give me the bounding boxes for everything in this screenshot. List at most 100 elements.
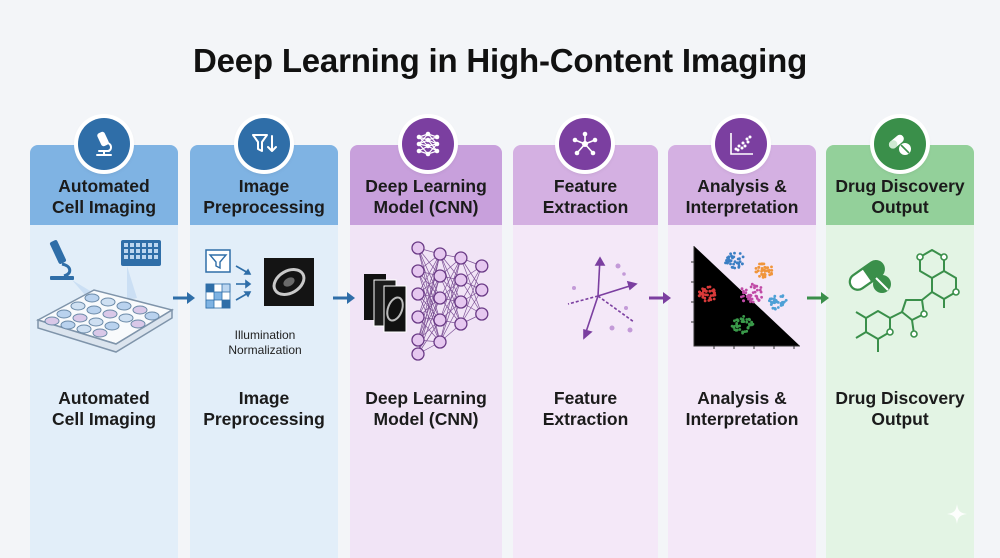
cluster-point bbox=[738, 324, 741, 328]
cnn-node bbox=[454, 295, 468, 309]
filter-sort-icon bbox=[238, 118, 290, 170]
cluster-point bbox=[776, 306, 780, 309]
stage-caption-label: Image Preprocessing bbox=[203, 388, 325, 429]
cluster-point bbox=[702, 293, 705, 296]
cluster-point bbox=[739, 317, 743, 321]
cnn-connection bbox=[439, 279, 462, 343]
stage-column-drug-discovery-output: Drug Discovery Output Drug Discovery Out… bbox=[826, 145, 974, 558]
cnn-node bbox=[433, 247, 447, 261]
cnn-node bbox=[411, 241, 425, 255]
cluster-point bbox=[763, 265, 767, 269]
cluster-point bbox=[755, 297, 759, 300]
cluster-point bbox=[749, 300, 752, 304]
cluster-point bbox=[761, 262, 764, 266]
stage-header-label: Drug Discovery Output bbox=[835, 176, 965, 217]
feature-network-icon bbox=[559, 118, 611, 170]
cluster-point bbox=[735, 328, 739, 332]
stage-caption-label: Automated Cell Imaging bbox=[51, 388, 157, 429]
cluster-point bbox=[705, 289, 708, 293]
cnn-node bbox=[433, 291, 447, 305]
cluster-point bbox=[764, 269, 768, 273]
cluster-point bbox=[767, 270, 771, 274]
cnn-node bbox=[411, 347, 425, 361]
cnn-node bbox=[411, 264, 425, 278]
cluster-point bbox=[773, 307, 777, 310]
stage-header-label: Automated Cell Imaging bbox=[51, 176, 157, 217]
neural-network-icon bbox=[402, 118, 454, 170]
cluster-point bbox=[732, 262, 735, 266]
cluster-point bbox=[760, 295, 763, 299]
cluster-point bbox=[751, 300, 755, 304]
cnn-connection bbox=[417, 319, 441, 355]
cluster-point bbox=[740, 295, 743, 299]
sparkle-icon bbox=[947, 504, 967, 524]
cluster-point bbox=[702, 289, 705, 293]
cluster-point bbox=[746, 326, 750, 329]
cluster-point bbox=[737, 264, 741, 268]
cluster-point bbox=[758, 274, 761, 278]
cluster-point bbox=[701, 287, 704, 291]
illumination-normalization-label: Illumination Normalization bbox=[228, 328, 302, 357]
multiwell-plate bbox=[36, 289, 174, 353]
cluster-point bbox=[733, 251, 736, 255]
cnn-connection bbox=[460, 279, 483, 315]
cnn-connection bbox=[417, 297, 441, 341]
cluster-point bbox=[736, 318, 739, 321]
cluster-point bbox=[726, 260, 730, 264]
cluster-point bbox=[756, 288, 759, 292]
cnn-node bbox=[454, 251, 468, 265]
cluster-point bbox=[750, 282, 754, 286]
cluster-point bbox=[698, 290, 701, 294]
filter-box-icon bbox=[205, 249, 231, 273]
cluster-point bbox=[754, 267, 758, 270]
cnn-connection bbox=[460, 257, 483, 315]
grid-plate-icon bbox=[121, 240, 161, 266]
cnn-connection bbox=[439, 257, 462, 343]
cluster-point bbox=[733, 328, 737, 331]
cnn-network-illustration bbox=[364, 241, 489, 361]
cnn-connection bbox=[417, 270, 441, 321]
cluster-point bbox=[751, 322, 755, 326]
cluster-point bbox=[712, 297, 716, 301]
cluster-point bbox=[735, 325, 739, 329]
cluster-point bbox=[753, 284, 756, 288]
cnn-connection bbox=[460, 265, 483, 303]
cnn-connection bbox=[439, 301, 462, 343]
cnn-connection bbox=[460, 265, 483, 325]
cluster-point bbox=[773, 299, 777, 302]
cluster-point bbox=[742, 320, 746, 323]
cnn-node bbox=[433, 313, 447, 327]
cluster-point bbox=[706, 293, 709, 297]
cluster-point bbox=[742, 299, 746, 303]
cluster-point bbox=[711, 289, 715, 292]
cluster-point bbox=[731, 266, 735, 269]
stage-caption-label: Drug Discovery Output bbox=[835, 388, 965, 429]
cluster-point bbox=[781, 295, 784, 298]
well-plate-illustration bbox=[36, 240, 174, 353]
stage-header-label: Deep Learning Model (CNN) bbox=[365, 176, 487, 217]
cluster-point bbox=[745, 329, 749, 333]
cluster-point bbox=[747, 297, 750, 301]
cluster-point bbox=[744, 291, 748, 295]
cluster-point bbox=[768, 299, 771, 303]
cluster-point bbox=[732, 326, 736, 329]
cnn-node bbox=[411, 287, 425, 301]
cnn-node bbox=[411, 333, 425, 347]
cluster-point bbox=[712, 291, 716, 294]
cluster-point bbox=[755, 284, 759, 288]
cluster-point bbox=[740, 287, 744, 291]
cnn-connection bbox=[439, 257, 462, 299]
cluster-point bbox=[760, 267, 764, 270]
cluster-point bbox=[712, 293, 715, 297]
stage-column-deep-learning-model: Deep Learning Model (CNN) Deep Learning … bbox=[350, 145, 502, 558]
cluster-point bbox=[738, 257, 741, 261]
cnn-connection bbox=[417, 253, 441, 318]
cluster-point bbox=[742, 315, 746, 318]
cluster-point bbox=[729, 252, 732, 256]
cluster-point bbox=[754, 294, 758, 298]
cnn-node bbox=[454, 273, 468, 287]
cluster-point bbox=[729, 262, 732, 266]
flow-arrow-4 bbox=[807, 292, 829, 304]
cluster-point bbox=[742, 291, 745, 295]
cluster-point bbox=[730, 254, 733, 258]
